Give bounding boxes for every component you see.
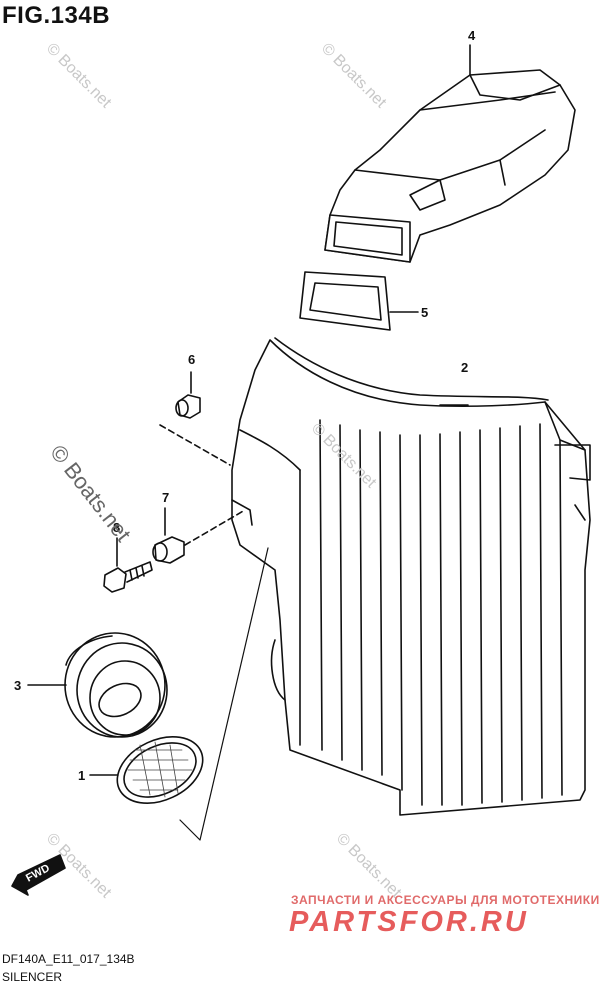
part-5-seal [299,271,419,331]
part-8-bolt [103,537,153,593]
callout-4: 4 [468,28,476,43]
callout-2: 2 [461,360,469,375]
callout-8: 8 [113,520,121,535]
figure-title: FIG.134B [2,2,111,29]
part-6-grommet [159,371,231,466]
fwd-arrow [11,854,66,896]
part-3-filter-housing [27,632,168,738]
part-7-bushing [152,507,246,564]
shop-subtitle: ЗАПЧАСТИ И АКСЕССУАРЫ ДЛЯ МОТОТЕХНИКИ [291,893,600,907]
part-4-intake-duct [324,69,576,263]
callout-5: 5 [421,305,429,320]
callout-1: 1 [78,768,86,783]
callout-6: 6 [188,352,196,367]
callout-7: 7 [162,490,170,505]
part-1-mesh-filter [89,736,204,804]
part-2-silencer-body [231,337,591,816]
shop-logo: PARTSFOR.RU [289,906,529,938]
callout-3: 3 [14,678,22,693]
figure-caption: SILENCER [2,970,63,984]
figure-code: DF140A_E11_017_134B [2,952,135,966]
